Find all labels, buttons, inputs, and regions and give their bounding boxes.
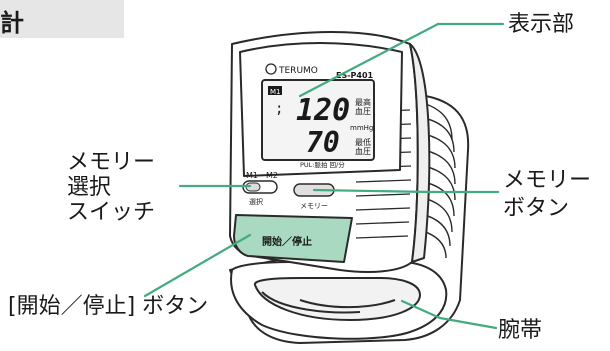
callout-memory-button-line1: メモリー	[503, 168, 592, 193]
systolic-unit-line2: 血圧	[355, 106, 371, 116]
svg-text:;: ;	[275, 101, 283, 117]
systolic-unit-line1: 最高	[355, 97, 371, 107]
terumo-logo-icon	[265, 63, 277, 75]
pulse-label: PUL:脈拍 回/分	[300, 160, 345, 169]
callout-wristband: 腕帯	[498, 318, 543, 343]
model-number: ES-P401	[336, 71, 374, 80]
start-stop-button[interactable]	[236, 215, 348, 259]
section-header-text: 計	[0, 9, 24, 37]
diastolic-value: 70	[306, 126, 340, 159]
leader-line-display	[298, 22, 440, 98]
start-stop-button-label: 開始／停止	[262, 235, 312, 248]
leader-line-memory-button	[312, 188, 432, 194]
systolic-value: 120	[296, 93, 350, 128]
memory-indicator-text: M1	[270, 88, 281, 96]
brand-name: TERUMO	[278, 66, 318, 76]
brand-area: TERUMO ES-P401	[265, 63, 374, 80]
switch-m2-label: M2	[266, 171, 278, 180]
callout-start-stop: [開始／停止] ボタン	[8, 294, 209, 319]
memory-select-switch[interactable]: M1 M2 選択	[242, 171, 278, 206]
diastolic-unit-line2: 血圧	[355, 146, 371, 156]
switch-select-label: 選択	[249, 197, 263, 206]
switch-m1-label: M1	[246, 171, 258, 180]
callout-memory-button-line2: ボタン	[503, 196, 570, 221]
wristband	[229, 94, 470, 344]
memory-indicator-badge	[268, 86, 282, 95]
diastolic-unit-line1: 最低	[355, 137, 371, 147]
callout-memory-switch-line1: メモリー	[67, 150, 156, 175]
lcd-display: M1 ; 120 最高 血圧 mmHg 70 最低 血圧	[268, 86, 373, 159]
leader-lines	[143, 22, 505, 330]
callout-memory-switch-line3: スイッチ	[67, 200, 156, 225]
memory-button-label: メモリー	[300, 202, 328, 210]
callout-memory-switch-line2: 選択	[67, 175, 112, 200]
callout-display: 表示部	[508, 12, 575, 37]
mmhg-label: mmHg	[350, 124, 373, 132]
leader-line-wristband	[400, 299, 442, 320]
leader-line-start-stop	[143, 233, 252, 298]
section-header-box: 計	[0, 0, 124, 38]
